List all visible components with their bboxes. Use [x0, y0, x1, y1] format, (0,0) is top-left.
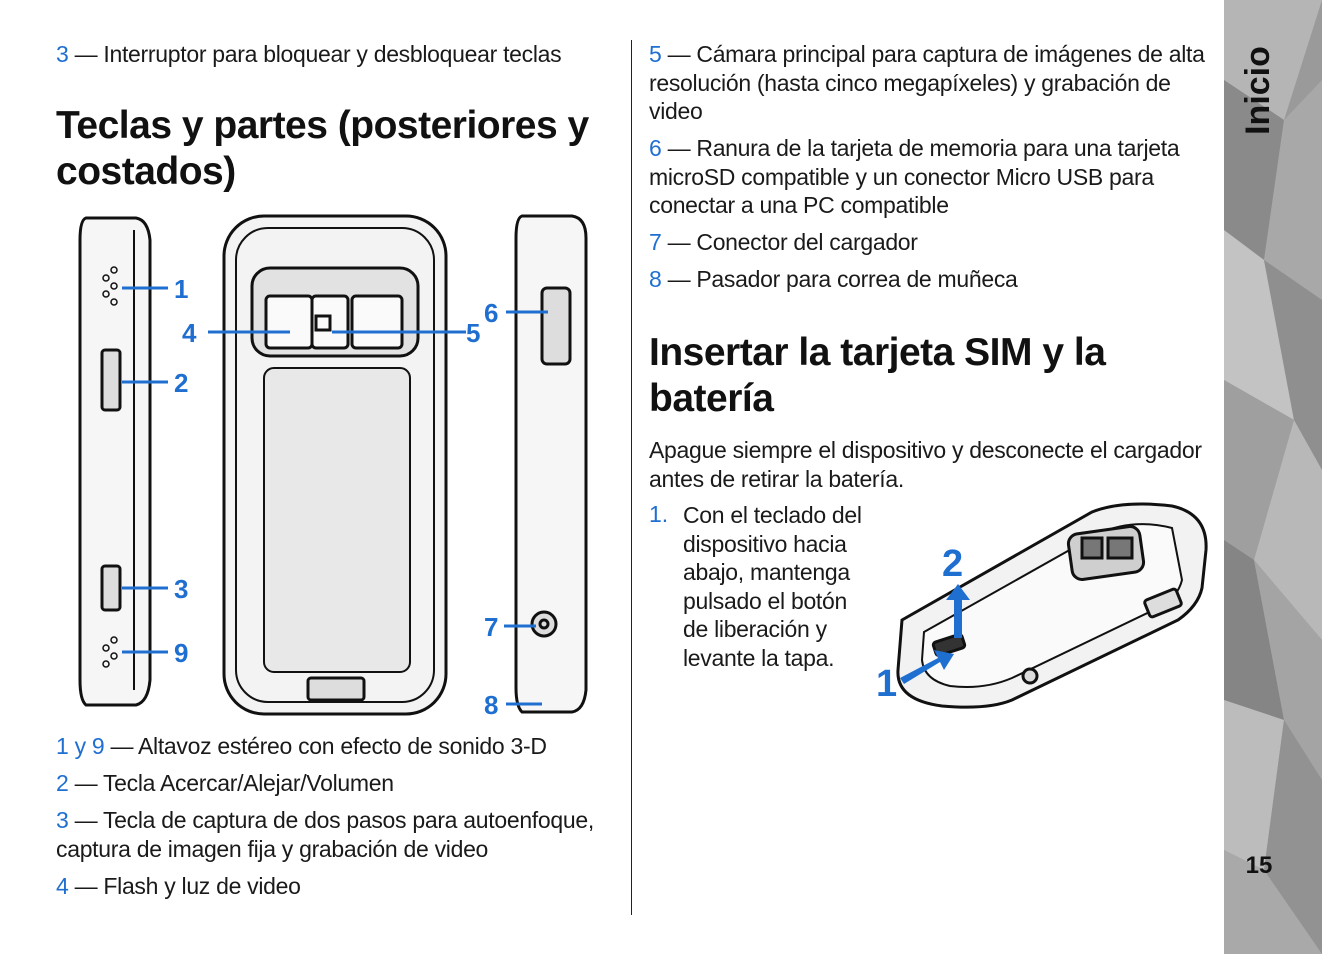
- item-text: — Altavoz estéreo con efecto de sonido 3…: [104, 733, 547, 759]
- item-text: — Pasador para correa de muñeca: [661, 266, 1018, 292]
- step-number: 1.: [649, 501, 669, 527]
- figure-callout-numbers: 1 2 3 4 5 6 7 8 9: [174, 274, 498, 720]
- right-item-6: 6 — Ranura de la tarjeta de memoria para…: [649, 134, 1214, 220]
- phone-tilted-back: [896, 502, 1208, 709]
- item-number: 1 y 9: [56, 733, 105, 759]
- section-heading-keys-parts: Teclas y partes (posteriores y costados): [56, 104, 589, 193]
- item-text: — Tecla Acercar/Alejar/Volumen: [68, 770, 394, 796]
- section-title-text: Inicio: [1238, 45, 1277, 135]
- sidebar-section-title: Inicio: [1226, 30, 1290, 150]
- battery-cover-arrows: [900, 584, 970, 684]
- battery-callout-2: 2: [942, 543, 963, 585]
- section-sidebar: [1224, 0, 1322, 954]
- callout-6: 6: [484, 298, 498, 328]
- left-item-2: 2 — Tecla Acercar/Alejar/Volumen: [56, 769, 626, 798]
- right-item-5: 5 — Cámara principal para captura de imá…: [649, 40, 1214, 126]
- item-text: — Tecla de captura de dos pasos para aut…: [56, 807, 594, 862]
- phone-right-side-view: [514, 214, 588, 714]
- left-item-1: 1 y 9 — Altavoz estéreo con efecto de so…: [56, 732, 626, 761]
- column-divider: [631, 40, 632, 915]
- item-text: — Conector del cargador: [661, 229, 918, 255]
- phone-left-side-view: [78, 216, 152, 707]
- section-heading-sim-battery: Insertar la tarjeta SIM y la batería: [649, 331, 1106, 420]
- right-item-8: 8 — Pasador para correa de muñeca: [649, 265, 1214, 294]
- callout-5: 5: [466, 318, 480, 348]
- item-number: 4: [56, 873, 69, 899]
- page-number: 15: [1245, 852, 1273, 879]
- callout-4: 4: [182, 318, 197, 348]
- phone-parts-figure: 1 2 3 4 5 6 7 8 9: [78, 214, 588, 720]
- figure-callout-lines: [122, 286, 548, 706]
- item-number: 8: [649, 266, 662, 292]
- battery-cover-figure: 1 2: [876, 502, 1208, 709]
- left-item-3: 3 — Tecla de captura de dos pasos para a…: [56, 806, 621, 863]
- callout-9: 9: [174, 638, 188, 668]
- intro-item: 3 — Interruptor para bloquear y desbloqu…: [56, 40, 626, 69]
- item-text: — Cámara principal para captura de imáge…: [649, 41, 1205, 124]
- item-number: 6: [649, 135, 662, 161]
- right-item-7: 7 — Conector del cargador: [649, 228, 1214, 257]
- item-text: — Interruptor para bloquear y desbloquea…: [68, 41, 562, 67]
- phone-back-view: [222, 214, 448, 716]
- callout-2: 2: [174, 368, 188, 398]
- battery-warning-paragraph: Apague siempre el dispositivo y desconec…: [649, 437, 1202, 492]
- sidebar-texture: [1224, 0, 1322, 954]
- item-number: 3: [56, 807, 69, 833]
- item-number: 7: [649, 229, 662, 255]
- left-item-4: 4 — Flash y luz de video: [56, 872, 626, 901]
- item-text: — Flash y luz de video: [68, 873, 301, 899]
- callout-8: 8: [484, 690, 498, 720]
- item-number: 5: [649, 41, 662, 67]
- callout-7: 7: [484, 612, 498, 642]
- battery-callout-1: 1: [876, 663, 897, 705]
- callout-1: 1: [174, 274, 188, 304]
- item-text: — Ranura de la tarjeta de memoria para u…: [649, 135, 1180, 218]
- item-number: 2: [56, 770, 69, 796]
- callout-3: 3: [174, 574, 188, 604]
- step-text: Con el teclado del dispositivo hacia aba…: [683, 502, 862, 671]
- item-number: 3: [56, 41, 69, 67]
